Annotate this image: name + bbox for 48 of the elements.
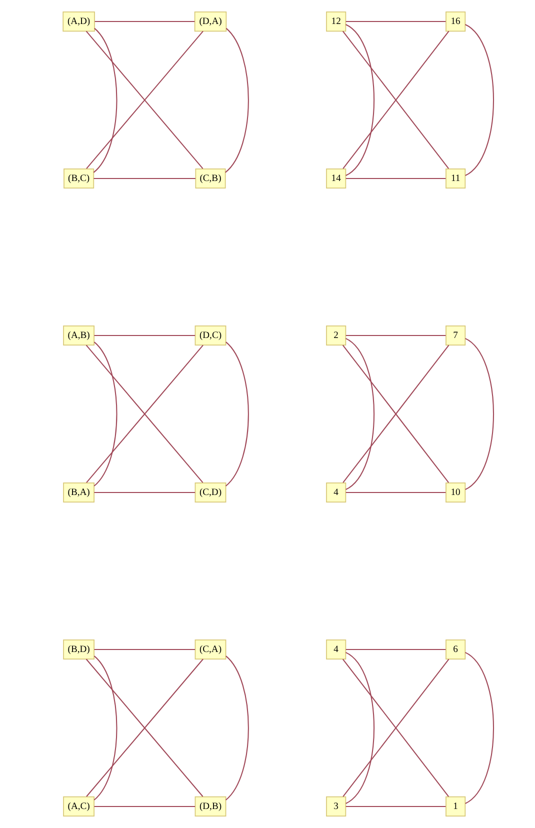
node-box: 12: [326, 12, 346, 32]
connector: [346, 21, 446, 22]
node-box: 2: [326, 325, 346, 346]
connector: [346, 334, 446, 336]
connector: [464, 338, 494, 490]
connector: [94, 21, 195, 22]
connector: [345, 24, 375, 176]
connector: [225, 28, 249, 173]
connector: [225, 342, 249, 486]
node-box: 4: [326, 639, 346, 660]
connector: [464, 24, 494, 176]
node-box: (A,B): [63, 325, 94, 346]
connector: [346, 648, 446, 650]
node-box: 7: [446, 325, 466, 346]
connector: [94, 342, 118, 486]
connector: [346, 806, 446, 807]
node-box: 14: [326, 168, 346, 189]
connector: [94, 492, 196, 494]
node-box: (D,A): [194, 12, 227, 32]
node-box: (A,D): [62, 12, 95, 32]
node-box: (B,D): [63, 639, 94, 660]
node-box: (B,C): [64, 168, 94, 189]
node-box: 16: [446, 12, 466, 32]
connector: [94, 656, 118, 800]
connector: [346, 492, 446, 494]
connector: [346, 178, 446, 180]
node-box: (C,D): [194, 482, 226, 503]
node-box: 4: [326, 482, 346, 503]
connector: [94, 178, 196, 180]
connector: [93, 28, 118, 173]
connector: [94, 334, 196, 336]
node-box: (D,B): [194, 796, 226, 816]
node-box: 11: [446, 168, 466, 189]
node-box: 6: [446, 639, 466, 660]
node-box: 10: [446, 482, 466, 503]
node-box: 1: [446, 796, 466, 816]
node-box: (B,A): [63, 482, 94, 503]
connector: [94, 648, 196, 650]
connector: [94, 806, 196, 807]
node-box: (D,C): [194, 325, 226, 346]
node-box: (A,C): [63, 796, 94, 816]
node-box: 3: [326, 796, 346, 816]
connector: [345, 652, 375, 804]
connector: [464, 652, 494, 804]
connector: [345, 338, 375, 490]
node-box: (C,B): [195, 168, 226, 189]
node-box: (C,A): [194, 639, 226, 660]
connector: [225, 656, 249, 800]
